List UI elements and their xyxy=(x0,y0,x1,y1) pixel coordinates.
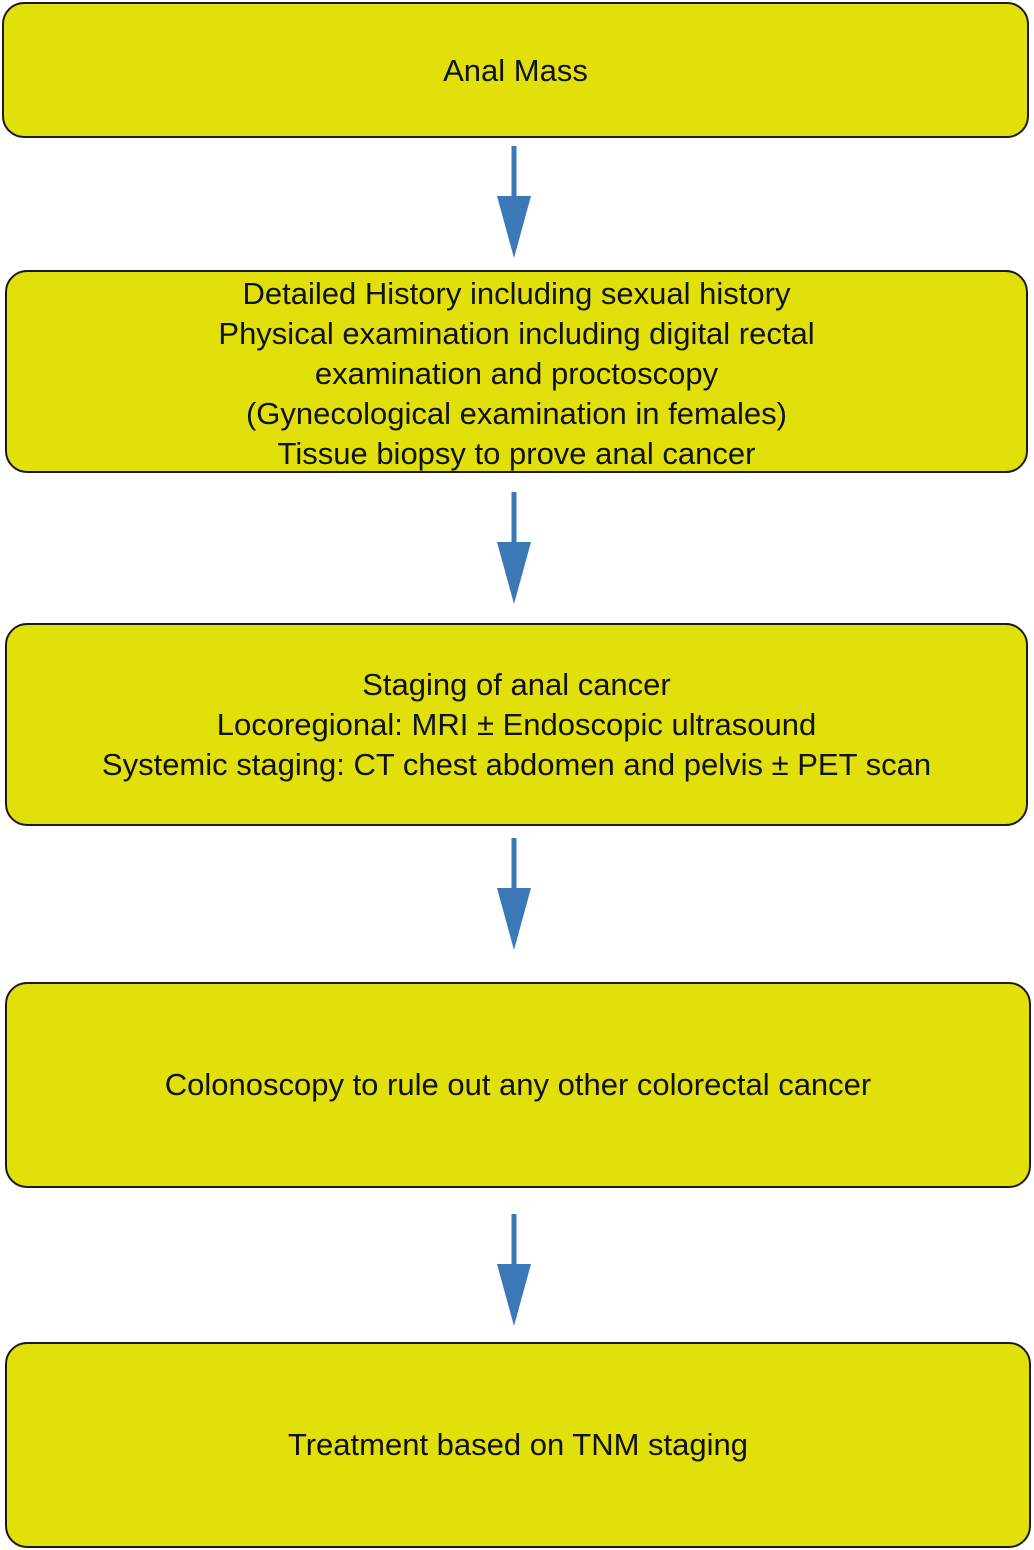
step-history-examination: Detailed History including sexual histor… xyxy=(5,270,1028,473)
step-text-line: Systemic staging: CT chest abdomen and p… xyxy=(101,746,932,782)
down-arrow-icon xyxy=(497,838,531,950)
step-colonoscopy: Colonoscopy to rule out any other colore… xyxy=(5,982,1031,1188)
step-text-line: Anal Mass xyxy=(443,53,588,88)
step-text-line: Colonoscopy to rule out any other colore… xyxy=(164,1067,872,1102)
step-text-line: Treatment based on TNM staging xyxy=(287,1427,749,1462)
step-text-line: examination and proctoscopy xyxy=(314,356,719,391)
down-arrow-icon xyxy=(497,1214,531,1326)
step-text-line: (Gynecological examination in females) xyxy=(245,396,788,431)
down-arrow-icon xyxy=(497,492,531,604)
step-text-line: Staging of anal cancer xyxy=(362,666,671,702)
step-text-line: Physical examination including digital r… xyxy=(218,316,815,351)
step-staging: Staging of anal cancer Locoregional: MRI… xyxy=(5,623,1028,826)
step-text-line: Tissue biopsy to prove anal cancer xyxy=(277,436,756,471)
step-text-line: Locoregional: MRI ± Endoscopic ultrasoun… xyxy=(216,706,817,742)
down-arrow-icon xyxy=(497,146,531,258)
step-anal-mass: Anal Mass xyxy=(2,2,1029,138)
step-treatment: Treatment based on TNM staging xyxy=(5,1342,1031,1548)
step-text-line: Detailed History including sexual histor… xyxy=(242,276,791,311)
